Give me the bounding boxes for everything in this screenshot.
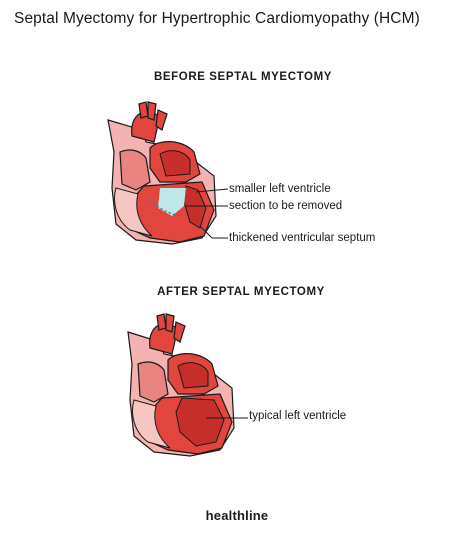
- before-right-atrium: [119, 149, 151, 191]
- after-right-ventricle: [132, 399, 171, 449]
- before-heading: BEFORE SEPTAL MYECTOMY: [153, 71, 333, 83]
- healthline-logo: healthline: [205, 508, 269, 523]
- before-leader-smaller-lv: [195, 188, 229, 193]
- label-smaller-left-ventricle: smaller left ventricle: [229, 183, 331, 195]
- before-leader-septum: [199, 225, 228, 239]
- before-removal-dashed-line: [149, 199, 183, 217]
- after-heart-illustration: [127, 313, 248, 457]
- label-typical-left-ventricle: typical left ventricle: [249, 410, 347, 422]
- before-heart-illustration: [107, 101, 229, 245]
- after-vessel-2: [165, 313, 175, 333]
- after-vessel-1: [156, 313, 167, 331]
- after-heading: AFTER SEPTAL MYECTOMY: [157, 286, 325, 298]
- before-section-removed: [158, 188, 186, 216]
- label-thickened-septum: thickened ventricular septum: [229, 232, 376, 244]
- after-right-atrium: [137, 361, 169, 403]
- before-vessel-1: [138, 101, 149, 119]
- after-typical-lv: [175, 397, 225, 447]
- before-vessel-3: [155, 109, 168, 131]
- label-section-to-be-removed: section to be removed: [229, 200, 343, 212]
- after-vessel-3: [173, 321, 186, 343]
- after-atrium-inner: [177, 362, 209, 389]
- before-atrium-inner: [159, 150, 191, 177]
- before-vessel-2: [147, 101, 157, 121]
- before-right-ventricle: [114, 187, 153, 237]
- page-title: Septal Myectomy for Hypertrophic Cardiom…: [14, 10, 420, 27]
